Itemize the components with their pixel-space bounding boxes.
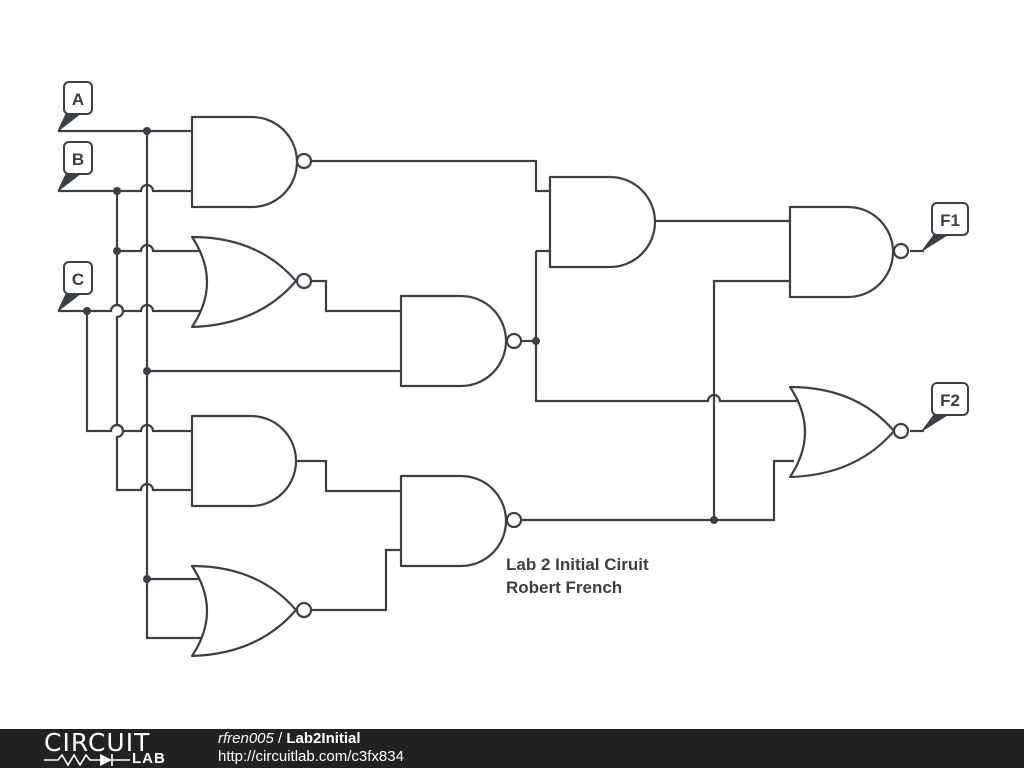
input-tag-a[interactable]: A xyxy=(57,81,93,132)
junction-dot xyxy=(532,337,540,345)
input-label-a: A xyxy=(72,90,84,109)
input-tag-c[interactable]: C xyxy=(57,261,93,312)
wire-nor2-to-nand4 xyxy=(311,548,401,612)
circuit-schematic: A B C F1 F2 Lab 2 Initial Ciruit Robert … xyxy=(57,81,969,658)
output-tag-f1[interactable]: F1 xyxy=(921,202,969,252)
output-label-f2: F2 xyxy=(940,391,960,410)
junction-dot xyxy=(143,575,151,583)
junction-dot xyxy=(143,367,151,375)
wire-nand4-to-nand3 xyxy=(712,279,790,520)
annotation-line-1: Lab 2 Initial Ciruit xyxy=(506,555,649,574)
input-label-b: B xyxy=(72,150,84,169)
wire-input-b xyxy=(58,183,192,193)
project-title[interactable]: Lab2Initial xyxy=(286,730,361,747)
wire-bus-a xyxy=(145,131,205,640)
output-tag-f2[interactable]: F2 xyxy=(921,382,969,432)
author-link[interactable]: rfren005 xyxy=(218,730,274,747)
wire-and3-to-nand4 xyxy=(296,459,401,493)
wire-nor1-to-nand2 xyxy=(311,279,401,313)
and-gate xyxy=(548,175,657,269)
logo-text-circuit: CIRCUIT xyxy=(44,728,151,757)
junctions xyxy=(83,127,718,583)
wire-nand2-to-and2 xyxy=(534,249,800,403)
wire-input-c xyxy=(58,303,200,313)
circuit-url-link[interactable]: http://circuitlab.com/c3fx834 xyxy=(218,748,404,765)
breadcrumb: rfren005 / Lab2Initial xyxy=(218,730,361,748)
wire-nand1-to-and2 xyxy=(311,159,550,193)
junction-dot xyxy=(710,516,718,524)
output-label-f1: F1 xyxy=(940,211,960,230)
input-tag-b[interactable]: B xyxy=(57,141,93,192)
nand-gate xyxy=(788,205,910,299)
nand-gate xyxy=(190,115,313,209)
footer-bar: CIRCUIT LAB rfren005 / Lab2Initial http:… xyxy=(0,729,1024,768)
nand-gate xyxy=(399,294,523,388)
nor-gate xyxy=(788,385,910,479)
junction-dot xyxy=(113,247,121,255)
and-gate xyxy=(190,414,298,508)
wires xyxy=(58,129,924,640)
wire-nand4-out xyxy=(521,459,794,522)
nand-gate xyxy=(399,474,523,568)
wire-b-to-or1 xyxy=(117,243,200,253)
input-label-c: C xyxy=(72,270,84,289)
nor-gate xyxy=(190,235,313,329)
nor-gate xyxy=(190,564,313,658)
junction-dot xyxy=(113,187,121,195)
wire-bus-b xyxy=(115,191,192,492)
breadcrumb-separator: / xyxy=(273,730,287,747)
junction-dot xyxy=(143,127,151,135)
resistor-diode-icon xyxy=(44,753,130,767)
gates xyxy=(190,115,910,658)
wire-bus-c xyxy=(85,311,192,433)
junction-dot xyxy=(83,307,91,315)
annotation-line-2: Robert French xyxy=(506,578,622,597)
logo-text-lab: LAB xyxy=(132,750,166,767)
